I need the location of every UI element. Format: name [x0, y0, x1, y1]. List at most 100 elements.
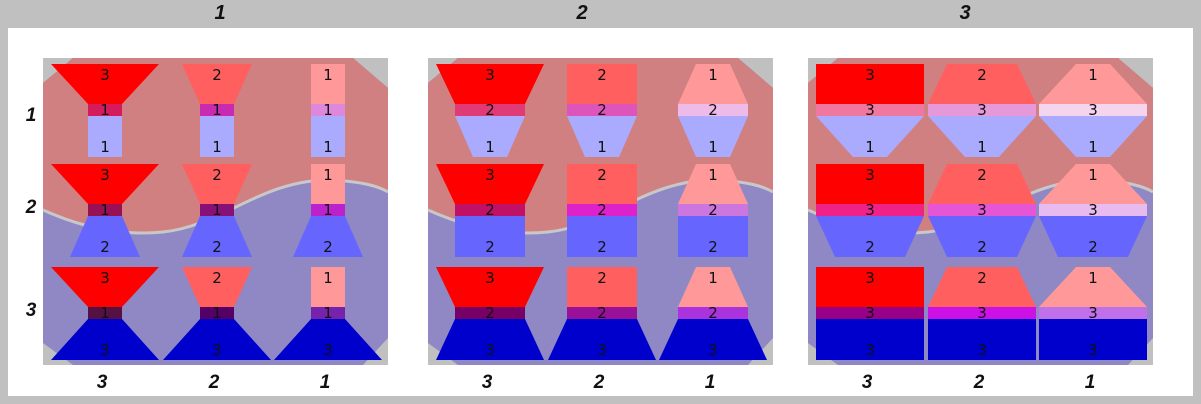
column-label: 1: [1084, 372, 1096, 393]
glyph-top: [182, 267, 252, 307]
glyph-top-label: 2: [212, 66, 222, 84]
glyph-bottom: [1039, 216, 1147, 257]
glyph-bottom: [70, 216, 140, 257]
panel-header: 2: [576, 2, 588, 24]
glyph-top: [1039, 267, 1147, 307]
glyph: 232: [928, 164, 1036, 257]
glyph-band-label: 1: [100, 304, 110, 322]
column-label: 2: [593, 372, 605, 393]
glyph-bottom: [816, 216, 924, 257]
glyph: 122: [678, 164, 748, 257]
glyph: 333: [816, 267, 924, 360]
glyph-top: [567, 164, 637, 204]
glyph-top-label: 1: [323, 166, 333, 184]
glyph-band: [816, 104, 924, 116]
glyph-bottom-label: 3: [708, 341, 718, 359]
glyph-bottom-label: 3: [485, 341, 495, 359]
glyph-band: [816, 307, 924, 319]
glyph-bottom: [567, 116, 637, 157]
glyph-bottom-label: 1: [865, 138, 875, 156]
glyph-band: [567, 204, 637, 216]
glyph-top-label: 3: [100, 269, 110, 287]
glyph-band: [1039, 204, 1147, 216]
glyph-bottom: [182, 216, 252, 257]
glyph-top-label: 2: [597, 66, 607, 84]
glyph: 113: [274, 267, 382, 360]
glyph: 111: [311, 64, 345, 157]
glyph-band: [88, 204, 122, 216]
glyph-band-label: 3: [1088, 101, 1098, 119]
glyph-band-label: 1: [212, 201, 222, 219]
glyph-bottom-label: 1: [977, 138, 987, 156]
glyph-bottom: [1039, 319, 1147, 360]
glyph-bottom: [678, 116, 748, 157]
glyph-band-label: 2: [597, 101, 607, 119]
glyph: 123: [659, 267, 767, 360]
glyph-bottom-label: 3: [323, 341, 333, 359]
glyph-bottom: [200, 116, 234, 157]
glyph-band: [88, 307, 122, 319]
glyph: 1 3 3: [1039, 267, 1147, 360]
glyph-bottom: [455, 216, 525, 257]
glyph-band: [455, 104, 525, 116]
glyph-band-label: 1: [100, 201, 110, 219]
glyph-top-label: 1: [323, 66, 333, 84]
glyph-bottom-label: 2: [1088, 238, 1098, 256]
glyph-top: [51, 164, 159, 204]
glyph-band: [816, 204, 924, 216]
column-label: 3: [861, 372, 873, 393]
glyph-top-label: 3: [485, 66, 495, 84]
glyph: 231: [928, 64, 1036, 157]
panel-header: 3: [959, 2, 971, 24]
glyph: 323: [436, 267, 544, 360]
glyph-top: [436, 267, 544, 307]
glyph-band-label: 2: [485, 304, 495, 322]
glyph-band: [200, 204, 234, 216]
glyph-bottom: [436, 319, 544, 360]
glyph-top-label: 1: [1088, 269, 1098, 287]
glyph-top-label: 3: [100, 66, 110, 84]
glyph-band-label: 3: [1088, 304, 1098, 322]
glyph-bottom-label: 3: [1088, 341, 1098, 359]
glyph-top-label: 1: [1088, 166, 1098, 184]
glyph-top: [816, 64, 924, 104]
glyph-top-label: 2: [597, 166, 607, 184]
glyph-band: [928, 307, 1036, 319]
glyph-band-label: 3: [865, 201, 875, 219]
glyph-bottom-label: 2: [708, 238, 718, 256]
glyph: 322: [436, 164, 544, 257]
glyph-band: [455, 204, 525, 216]
panel-header: 1: [214, 2, 226, 24]
glyph-bottom-label: 3: [865, 341, 875, 359]
glyph-bottom-label: 3: [977, 341, 987, 359]
glyph-bottom: [928, 319, 1036, 360]
glyph-bottom-label: 1: [485, 138, 495, 156]
glyph-band: [678, 204, 748, 216]
glyph-bottom: [548, 319, 656, 360]
glyph-band-label: 3: [977, 201, 987, 219]
glyph-bottom: [928, 116, 1036, 157]
glyph-bottom-label: 1: [1088, 138, 1098, 156]
column-label: 2: [973, 372, 985, 393]
glyph-bottom: [163, 319, 271, 360]
glyph-bottom: [928, 216, 1036, 257]
glyph-bottom-label: 3: [100, 341, 110, 359]
glyph-top-label: 1: [708, 269, 718, 287]
glyph-top: [1039, 164, 1147, 204]
glyph: 213: [163, 267, 271, 360]
glyph-band: [928, 104, 1036, 116]
glyph-top-label: 2: [977, 66, 987, 84]
glyph-top: [816, 267, 924, 307]
glyph-bottom: [816, 319, 924, 360]
glyph-band: [200, 307, 234, 319]
glyph-bottom-label: 1: [708, 138, 718, 156]
glyph-bottom-label: 2: [865, 238, 875, 256]
glyph: 221: [567, 64, 637, 157]
glyph-bottom-label: 2: [597, 238, 607, 256]
glyph-band-label: 3: [977, 304, 987, 322]
glyph-band: [200, 104, 234, 116]
glyph: 332: [816, 164, 924, 257]
glyph-band-label: 3: [865, 101, 875, 119]
glyph: 312: [51, 164, 159, 257]
